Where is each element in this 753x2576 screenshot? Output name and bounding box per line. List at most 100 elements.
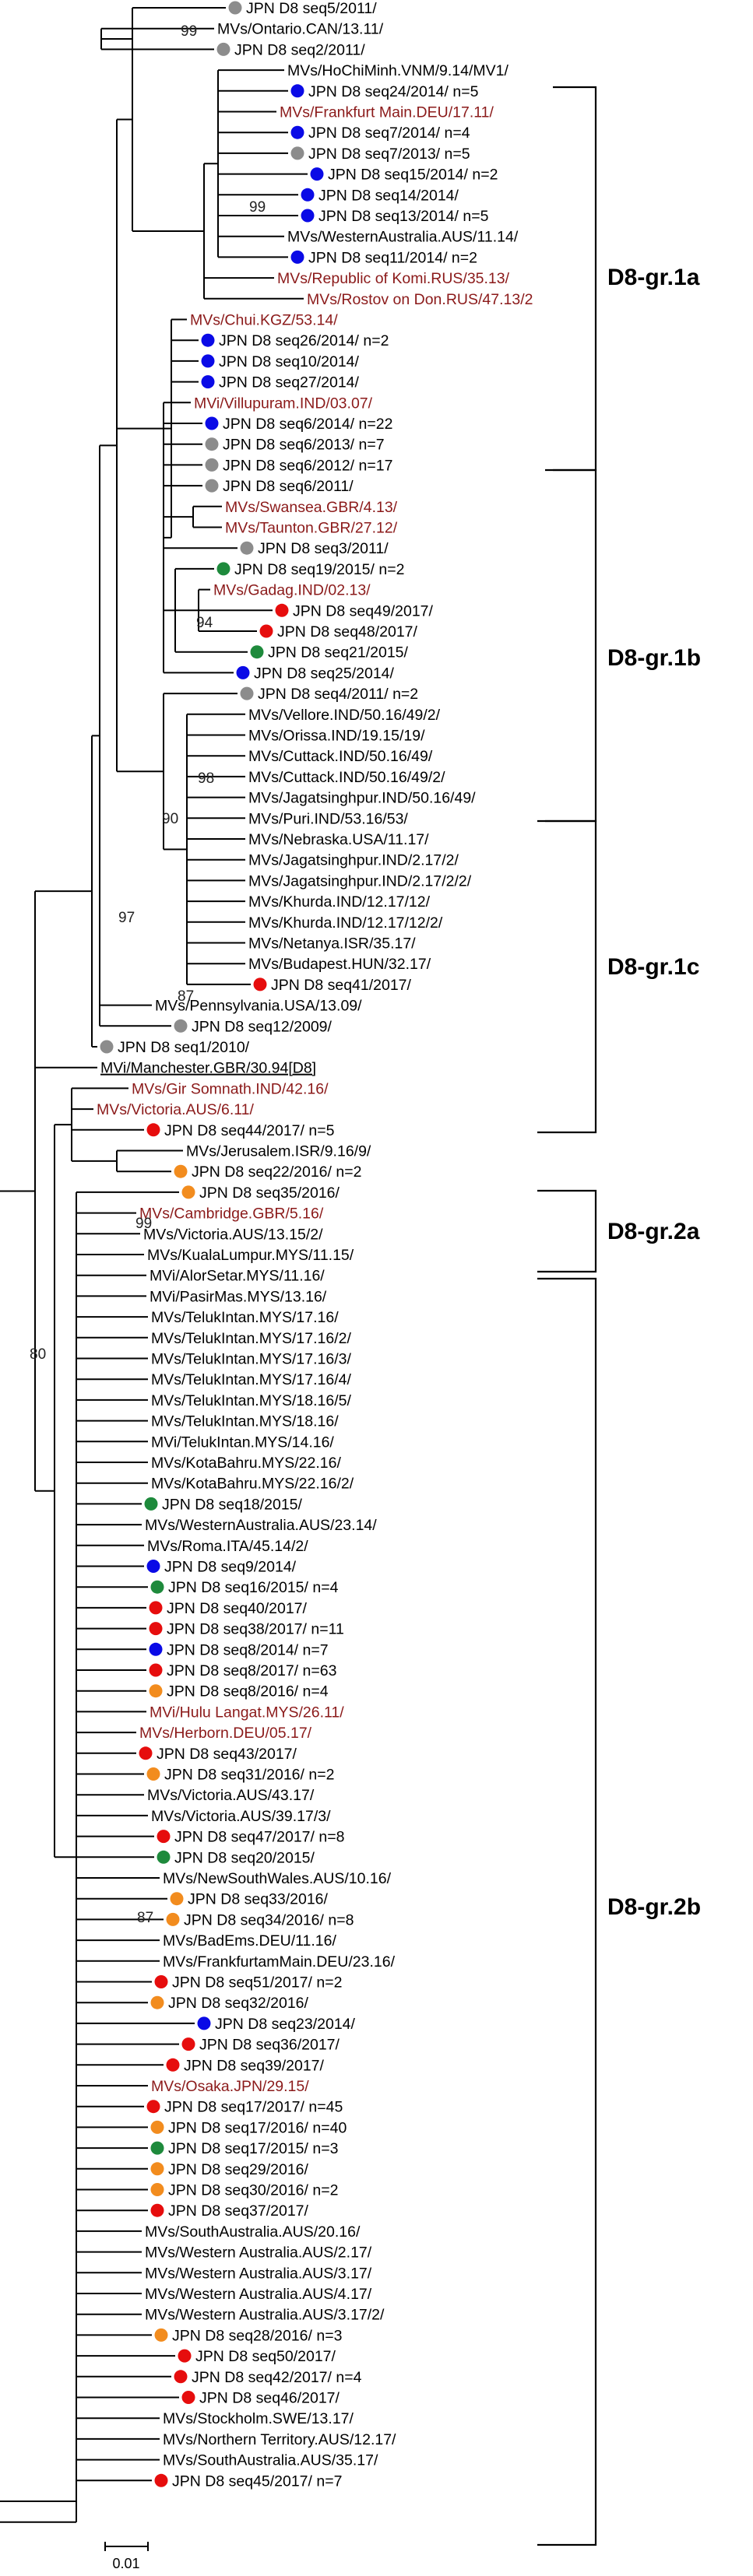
sample-dot-red [166, 2058, 180, 2072]
taxon-label: JPN D8 seq45/2017/ n=7 [172, 2472, 342, 2490]
group-label: D8-gr.2a [607, 1219, 700, 1244]
sample-dot-red [181, 2391, 195, 2404]
sample-dot-orange [166, 1912, 180, 1926]
taxon-label: MVs/Jagatsinghpur.IND/2.17/2/2/ [248, 872, 472, 890]
taxon-label: JPN D8 seq46/2017/ [199, 2390, 340, 2407]
sample-dot-blue [301, 209, 315, 223]
taxon-label: MVs/Western Australia.AUS/3.17/ [145, 2265, 372, 2282]
taxon-label: MVs/Victoria.AUS/39.17/3/ [151, 1808, 331, 1825]
sample-dot-green [144, 1497, 158, 1511]
sample-dot-green [157, 1850, 171, 1864]
taxon-label: JPN D8 seq17/2016/ n=40 [168, 2119, 347, 2136]
taxon-label: MVs/Swansea.GBR/4.13/ [225, 499, 398, 516]
taxon-label: JPN D8 seq19/2015/ n=2 [234, 561, 404, 578]
sample-dot-blue [290, 125, 304, 139]
taxon-label: JPN D8 seq6/2011/ [223, 478, 354, 495]
sample-dot-red [154, 2473, 168, 2487]
taxon-label: MVs/KotaBahru.MYS/22.16/ [151, 1455, 341, 1472]
taxon-label: JPN D8 seq3/2011/ [258, 540, 389, 557]
taxon-label: MVs/Vellore.IND/50.16/49/2/ [248, 707, 441, 724]
taxon-label: JPN D8 seq8/2017/ n=63 [167, 1662, 336, 1679]
taxon-label: JPN D8 seq32/2016/ [168, 1995, 309, 2012]
sample-dot-red [149, 1622, 163, 1636]
taxon-label: MVs/Nebraska.USA/11.17/ [248, 831, 429, 848]
sample-dot-blue [236, 665, 250, 679]
taxon-label: JPN D8 seq39/2017/ [184, 2057, 325, 2074]
sample-dot-green [150, 2141, 164, 2155]
taxon-label: JPN D8 seq20/2015/ [174, 1849, 315, 1866]
taxon-label: MVs/Stockholm.SWE/13.17/ [163, 2410, 354, 2427]
taxon-label: MVi/Hulu Langat.MYS/26.11/ [150, 1704, 344, 1721]
sample-dot-grey [228, 1, 242, 15]
taxon-label: MVs/Puri.IND/53.16/53/ [248, 810, 408, 827]
taxon-label: JPN D8 seq2/2011/ [234, 41, 365, 58]
taxon-label: JPN D8 seq14/2014/ [318, 187, 459, 204]
taxon-label: JPN D8 seq10/2014/ [219, 353, 360, 370]
taxon-label: MVs/Victoria.AUS/6.11/ [97, 1101, 255, 1118]
taxon-label: MVs/Pennsylvania.USA/13.09/ [155, 998, 362, 1015]
taxon-label: MVs/Orissa.IND/19.15/19/ [248, 728, 425, 745]
sample-dot-blue [290, 84, 304, 98]
taxon-label: MVs/Budapest.HUN/32.17/ [248, 956, 431, 973]
taxon-label: JPN D8 seq35/2016/ [199, 1184, 340, 1202]
sample-dot-orange [154, 2328, 168, 2342]
taxon-label: JPN D8 seq42/2017/ n=4 [192, 2369, 362, 2386]
taxon-label: JPN D8 seq8/2014/ n=7 [167, 1641, 329, 1658]
taxon-label: MVs/SouthAustralia.AUS/35.17/ [163, 2452, 378, 2469]
taxon-label: MVs/TelukIntan.MYS/18.16/5/ [151, 1392, 351, 1409]
taxon-label: JPN D8 seq23/2014/ [215, 2016, 356, 2033]
taxon-label: JPN D8 seq6/2014/ n=22 [223, 416, 392, 433]
taxon-label: MVs/Jagatsinghpur.IND/50.16/49/ [248, 790, 476, 807]
sample-dot-grey [216, 42, 230, 56]
taxon-label: MVs/Cuttack.IND/50.16/49/ [248, 748, 433, 765]
taxon-label: JPN D8 seq1/2010/ [118, 1039, 250, 1056]
sample-dot-red [157, 1830, 171, 1844]
group-label: D8-gr.2b [607, 1894, 701, 1920]
taxon-label: MVi/Manchester.GBR/30.94[D8] [100, 1060, 316, 1077]
taxon-label: JPN D8 seq7/2014/ n=4 [308, 125, 470, 142]
taxon-label: MVs/Gir Somnath.IND/42.16/ [132, 1080, 329, 1097]
sample-dot-grey [205, 458, 219, 472]
taxon-label: JPN D8 seq28/2016/ n=3 [172, 2327, 342, 2344]
sample-dot-orange [146, 1767, 160, 1781]
sample-dot-orange [150, 2120, 164, 2134]
sample-dot-green [150, 1580, 164, 1594]
taxon-label: JPN D8 seq37/2017/ [168, 2202, 309, 2220]
taxon-label: MVs/KotaBahru.MYS/22.16/2/ [151, 1476, 354, 1493]
taxon-label: MVi/TelukIntan.MYS/14.16/ [151, 1434, 334, 1451]
taxon-label: MVs/KualaLumpur.MYS/11.15/ [147, 1247, 354, 1264]
sample-dot-orange [174, 1164, 188, 1178]
bootstrap-value: 87 [137, 1910, 153, 1926]
sample-dot-blue [201, 333, 215, 347]
sample-dot-red [259, 624, 273, 638]
taxon-label: JPN D8 seq27/2014/ [219, 374, 360, 391]
taxon-label: JPN D8 seq24/2014/ n=5 [308, 83, 479, 100]
sample-dot-blue [301, 188, 315, 202]
taxon-label: MVs/Republic of Komi.RUS/35.13/ [277, 270, 510, 287]
taxon-label: MVs/Victoria.AUS/13.15/2/ [143, 1226, 323, 1243]
taxon-label: JPN D8 seq33/2016/ [188, 1891, 329, 1908]
taxon-label: MVs/TelukIntan.MYS/17.16/4/ [151, 1371, 351, 1388]
taxon-label: MVs/Chui.KGZ/53.14/ [190, 312, 338, 329]
taxon-label: JPN D8 seq31/2016/ n=2 [164, 1767, 334, 1784]
taxon-label: JPN D8 seq51/2017/ n=2 [172, 1974, 342, 1992]
sample-dot-red [275, 603, 289, 617]
taxon-label: JPN D8 seq11/2014/ n=2 [308, 249, 477, 266]
tree-branches [0, 7, 308, 2523]
taxon-label: JPN D8 seq30/2016/ n=2 [168, 2182, 338, 2199]
sample-dot-grey [205, 437, 219, 451]
taxon-label: MVs/BadEms.DEU/11.16/ [163, 1932, 336, 1950]
bootstrap-value: 99 [249, 199, 266, 216]
sample-dot-red [150, 2203, 164, 2217]
sample-dot-red [139, 1746, 153, 1760]
taxon-label: MVs/Western Australia.AUS/3.17/2/ [145, 2307, 385, 2324]
taxon-label: MVi/AlorSetar.MYS/11.16/ [150, 1268, 325, 1285]
taxon-label: JPN D8 seq8/2016/ n=4 [167, 1683, 329, 1700]
sample-dot-grey [240, 686, 254, 700]
sample-dot-grey [174, 1019, 188, 1033]
taxon-label: JPN D8 seq50/2017/ [195, 2348, 336, 2365]
taxon-label: JPN D8 seq6/2012/ n=17 [223, 457, 392, 474]
taxon-label: JPN D8 seq15/2014/ n=2 [328, 167, 498, 184]
taxon-label: MVs/Western Australia.AUS/2.17/ [145, 2244, 372, 2262]
sample-dot-red [149, 1601, 163, 1615]
